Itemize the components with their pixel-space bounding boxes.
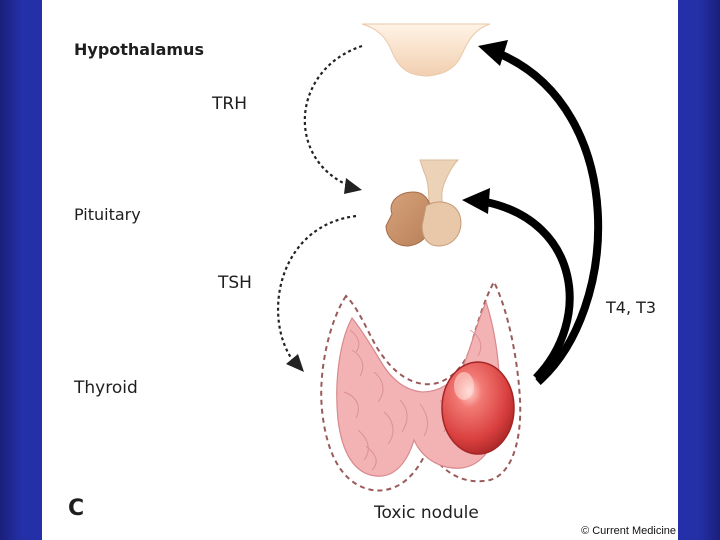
trh-dashed-arrow — [303, 44, 363, 194]
label-pituitary: Pituitary — [74, 205, 141, 224]
feedback-arrow-to-hypothalamus — [478, 40, 603, 386]
tsh-dashed-arrow — [276, 214, 357, 372]
pituitary-gland — [385, 159, 462, 247]
thyroid-dashed-outline — [320, 279, 522, 492]
toxic-nodule — [441, 361, 515, 455]
label-hypothalamus: Hypothalamus — [74, 40, 204, 59]
copyright-notice: © Current Medicine — [570, 523, 678, 540]
label-toxic-nodule: Toxic nodule — [374, 503, 479, 523]
hypothalamus-shape — [361, 23, 491, 77]
panel-letter: C — [68, 496, 85, 521]
label-trh: TRH — [212, 94, 247, 114]
feedback-arrow-to-pituitary — [462, 188, 574, 381]
label-tsh: TSH — [218, 273, 252, 293]
label-thyroid: Thyroid — [74, 378, 138, 398]
label-t4-t3: T4, T3 — [606, 298, 657, 317]
